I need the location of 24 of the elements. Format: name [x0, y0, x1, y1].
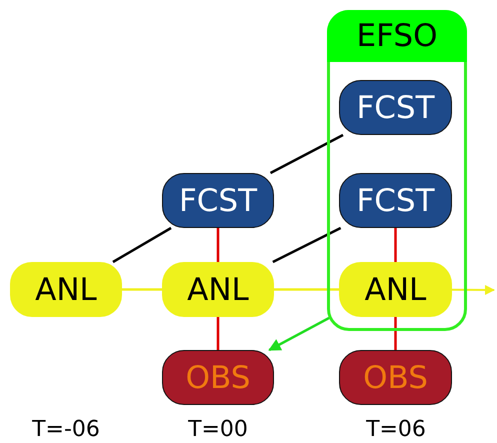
- analysis-node: ANL: [10, 262, 122, 317]
- arrow: [268, 316, 330, 352]
- connector-line: [216, 317, 220, 350]
- analysis-node: ANL: [339, 262, 452, 317]
- group-title: EFSO: [327, 10, 467, 62]
- connector-line: [274, 288, 339, 291]
- analysis-node: ANL: [162, 262, 274, 317]
- connector-line: [394, 317, 397, 350]
- observation-node: OBS: [162, 350, 274, 405]
- connector-line: [122, 288, 162, 291]
- time-label: T=-06: [32, 417, 100, 442]
- forecast-node: FCST: [162, 173, 274, 228]
- time-label: T=06: [366, 417, 426, 442]
- forecast-node: FCST: [339, 173, 452, 228]
- forecast-node: FCST: [339, 80, 452, 135]
- connector-line: [272, 226, 342, 264]
- observation-node: OBS: [339, 350, 452, 405]
- connector-line: [270, 134, 344, 174]
- connector-line: [216, 228, 220, 262]
- connector-line: [394, 228, 397, 262]
- arrow: [452, 284, 495, 295]
- group-frame: [327, 10, 467, 331]
- connector-line: [112, 226, 172, 264]
- time-label: T=00: [188, 417, 248, 442]
